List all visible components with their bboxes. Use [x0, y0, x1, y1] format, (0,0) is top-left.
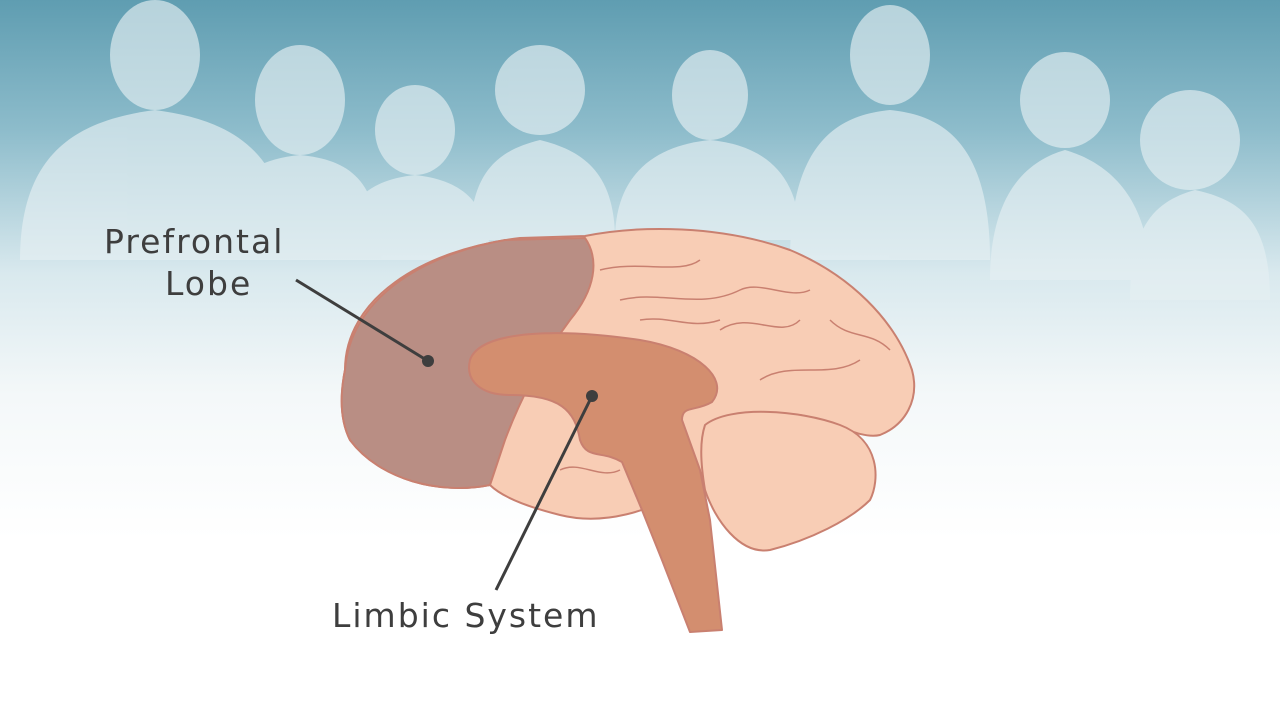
limbic-pointer — [494, 395, 594, 591]
brain-folds — [559, 259, 891, 474]
limbic-dot — [586, 390, 598, 402]
prefrontal-label-line2: Lobe — [165, 264, 253, 303]
prefrontal-label-line1: Prefrontal — [104, 222, 285, 261]
prefrontal-pointer — [295, 278, 429, 363]
pointer-lines — [295, 278, 598, 591]
cerebellum — [700, 410, 877, 552]
prefrontal-dot — [422, 355, 434, 367]
brain — [340, 227, 916, 633]
people-silhouettes — [20, 0, 1270, 300]
limbic-system — [468, 332, 723, 633]
limbic-label: Limbic System — [332, 596, 600, 635]
